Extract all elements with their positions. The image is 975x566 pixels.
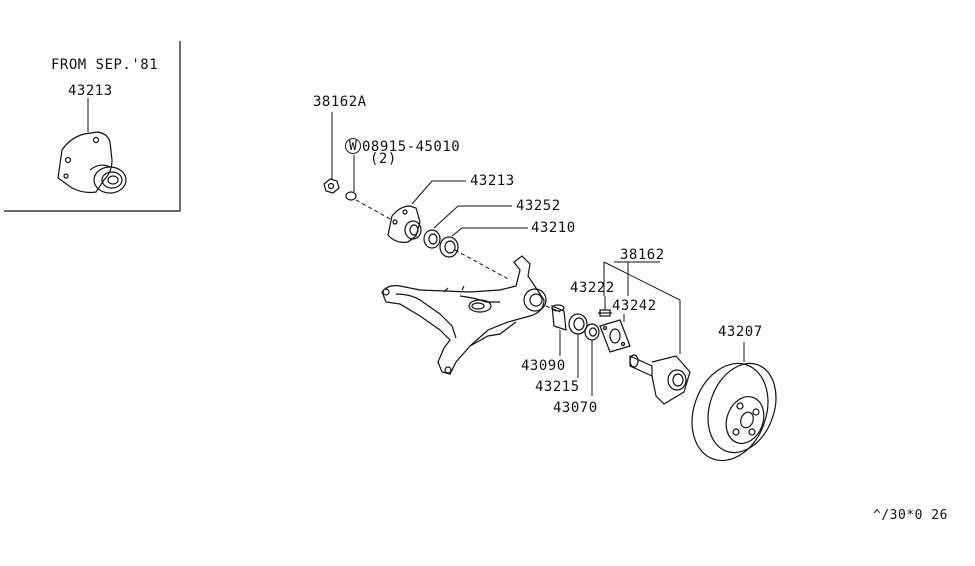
inset-caption: FROM SEP.'81: [51, 57, 159, 73]
callout-43215: 43215: [535, 379, 580, 395]
callout-38162: 38162: [620, 247, 665, 263]
inset-part-number: 43213: [68, 83, 113, 99]
callout-43210: 43210: [531, 220, 576, 236]
callout-43207: 43207: [718, 324, 763, 340]
callout-43070: 43070: [553, 400, 598, 416]
washer-symbol-circle: [345, 138, 361, 154]
inset-frame: [4, 41, 181, 212]
washer-08915-45010: [345, 191, 357, 201]
washer-symbol: W: [349, 139, 358, 154]
callout-43252: 43252: [516, 198, 561, 214]
seal-43070: [584, 323, 600, 341]
callout-43213: 43213: [470, 173, 515, 189]
bearing-43210: [439, 236, 459, 258]
callout-08915-qty: (2): [370, 151, 397, 167]
spacer-43090: [551, 304, 567, 331]
callout-08915-45010: 08915-45010: [362, 139, 461, 155]
nut-38162A: [323, 178, 340, 194]
axle-spindle: [629, 354, 691, 405]
inset-hub-43213: [57, 131, 127, 194]
callout-38162A: 38162A: [313, 94, 367, 110]
suspension-arm: [381, 255, 547, 375]
callout-43222: 43222: [570, 280, 615, 296]
bolt-43222: [598, 309, 612, 317]
brake-disc-43207: [691, 362, 777, 462]
callout-43090: 43090: [521, 358, 566, 374]
bearing-43215: [568, 313, 588, 335]
plate-43242: [599, 319, 631, 353]
footer-code: ^/30*0 26: [873, 508, 948, 523]
callout-43242: 43242: [612, 298, 657, 314]
seal-43252: [423, 229, 441, 249]
hub-43213: [387, 205, 422, 243]
